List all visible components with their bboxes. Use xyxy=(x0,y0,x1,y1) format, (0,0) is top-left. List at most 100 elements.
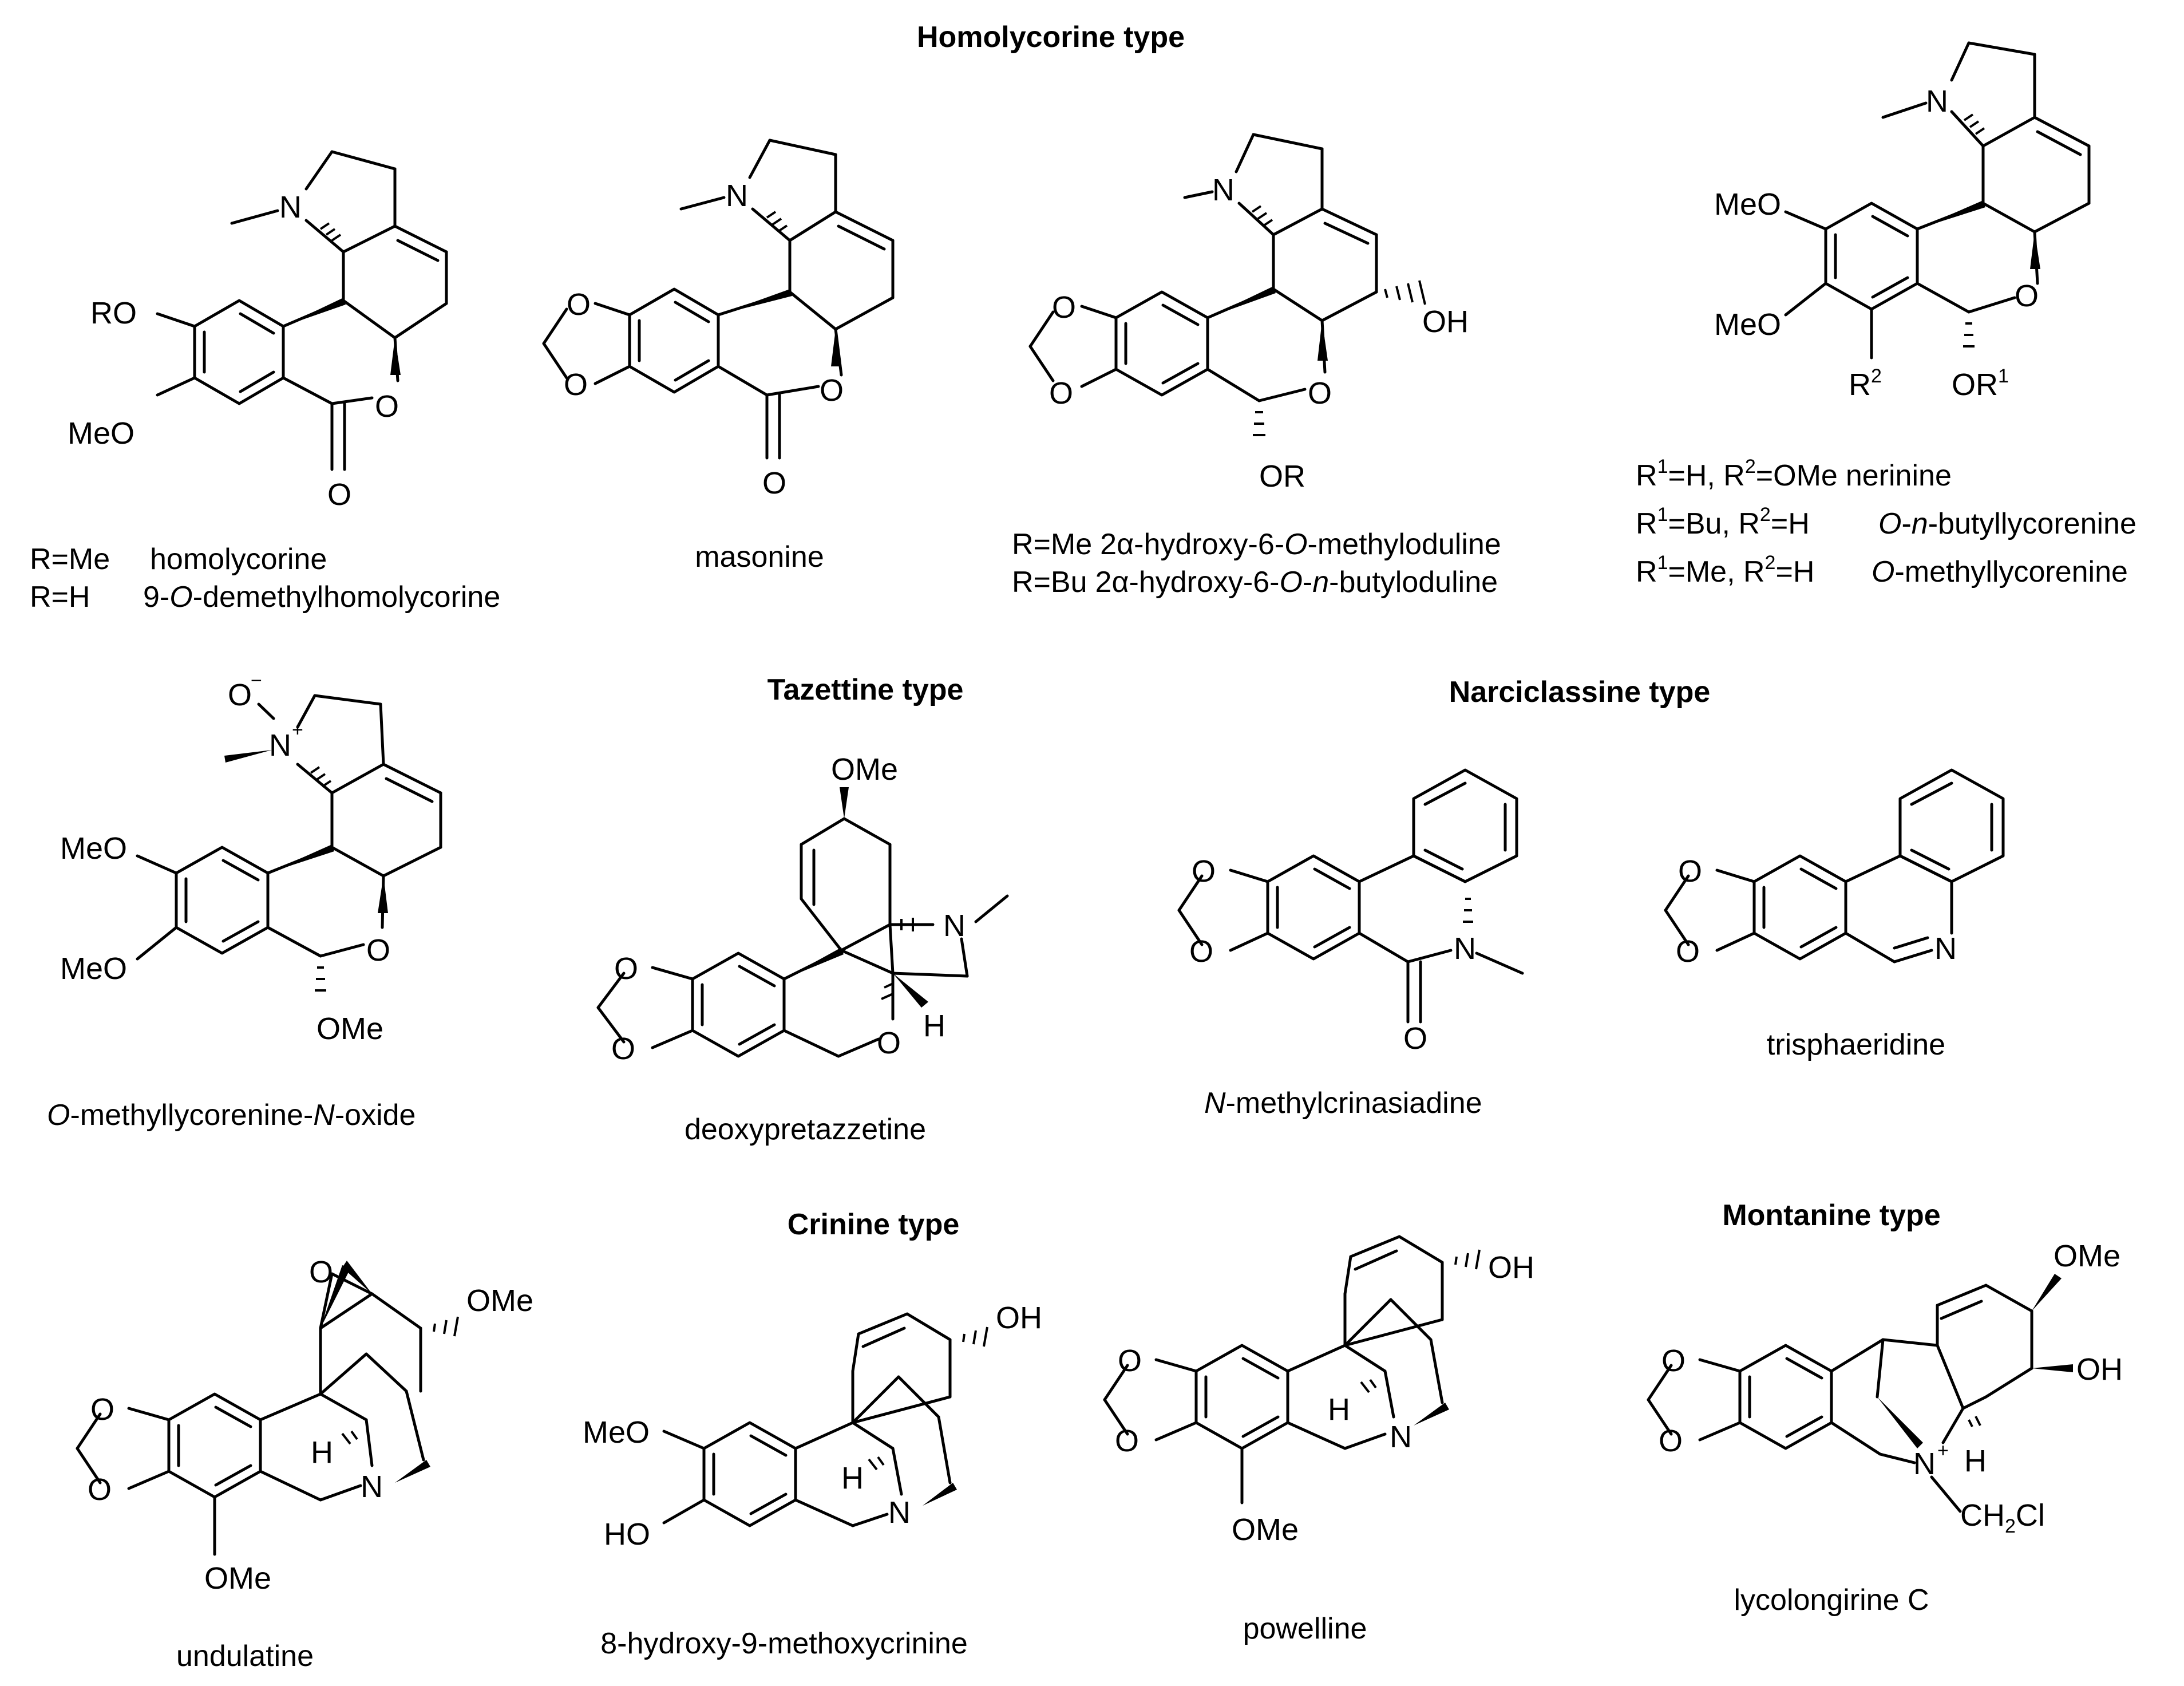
label-undulatine: undulatine xyxy=(176,1640,314,1673)
svg-text:R1=Me, R2=HO-methyllycorenine: R1=Me, R2=HO-methyllycorenine xyxy=(1636,552,2128,589)
atom-O: O xyxy=(820,373,844,408)
section-title-narciclassine: Narciclassine type xyxy=(1449,676,1711,709)
structure-deoxypretazzetine: O O N O H OMe xyxy=(596,752,1009,1066)
atom-O: O xyxy=(1118,1344,1142,1378)
atom-N: N xyxy=(726,179,748,213)
atom-N: N xyxy=(1934,931,1957,966)
atom-MeO: MeO xyxy=(68,416,134,451)
structure-lycorenine-n-oxide: N + O − O MeO MeO OMe xyxy=(60,670,442,1046)
label-deoxypretazzetine: deoxypretazzetine xyxy=(685,1113,926,1146)
label-crinasiadine: N-methylcrinasiadine xyxy=(1204,1087,1482,1120)
atom-N: N xyxy=(943,909,966,943)
atom-OH: OH xyxy=(1488,1250,1534,1285)
atom-minus-charge: − xyxy=(251,670,262,692)
atom-O: O xyxy=(1052,290,1076,325)
atom-OH: OH xyxy=(996,1301,1042,1335)
atom-O: O xyxy=(1676,934,1700,969)
section-title-crinine: Crinine type xyxy=(788,1208,960,1241)
atom-O: O xyxy=(611,1032,635,1066)
section-title-montanine: Montanine type xyxy=(1722,1199,1940,1232)
section-title-homolycorine: Homolycorine type xyxy=(917,21,1185,54)
atom-MeO: MeO xyxy=(1714,187,1781,222)
atom-MeO: MeO xyxy=(60,951,127,986)
atom-MeO: MeO xyxy=(583,1415,650,1450)
atom-N: N xyxy=(361,1470,383,1504)
structure-lycolongirine: O O N + H OMe OH CH2Cl xyxy=(1647,1239,2123,1537)
atom-O: O xyxy=(1661,1344,1686,1378)
label-lycorenine-n-oxide: O-methyllycorenine-N-oxide xyxy=(47,1099,416,1132)
atom-O: O xyxy=(1049,376,1073,410)
structure-masonine: O O N O O xyxy=(542,139,895,500)
atom-OMe: OMe xyxy=(204,1561,271,1596)
atom-OMe: OMe xyxy=(316,1012,383,1046)
atom-OR: OR xyxy=(1259,459,1305,493)
structure-hydroxymethoxycrinine: N H OH MeO HO xyxy=(583,1301,1042,1551)
atom-plus-charge: + xyxy=(1937,1440,1949,1462)
label-lycolongirine: lycolongirine C xyxy=(1734,1584,1929,1617)
atom-O: O xyxy=(1115,1424,1139,1458)
label-masonine: masonine xyxy=(695,540,824,574)
atom-OR1: OR1 xyxy=(1952,365,2009,402)
structure-powelline: O O N H OH OMe xyxy=(1103,1235,1534,1547)
atom-O: O xyxy=(90,1392,114,1427)
atom-plus-charge: + xyxy=(292,719,303,741)
atom-OMe: OMe xyxy=(831,752,898,787)
atom-N: N xyxy=(1454,931,1476,966)
atom-N: N xyxy=(1212,173,1235,207)
atom-H: H xyxy=(311,1435,333,1470)
atom-O: O xyxy=(762,466,786,500)
atom-OMe: OMe xyxy=(466,1284,533,1318)
atom-O: O xyxy=(375,389,399,424)
atom-O: O xyxy=(1659,1424,1683,1458)
atom-OMe: OMe xyxy=(2054,1239,2120,1273)
structure-crinasiadine: O O N O xyxy=(1177,768,1524,1056)
atom-O: O xyxy=(1189,934,1213,969)
structure-undulatine: O O N H O OMe OMe xyxy=(76,1255,533,1596)
atom-H: H xyxy=(1964,1444,1987,1478)
atom-N: N xyxy=(279,190,302,224)
atom-H: H xyxy=(841,1461,864,1495)
atom-H: H xyxy=(923,1009,945,1043)
structure-lycorenine: N O MeO MeO R2 OR1 xyxy=(1714,41,2091,402)
atom-OMe: OMe xyxy=(1232,1513,1299,1547)
atom-O: O xyxy=(88,1472,112,1507)
atom-O: O xyxy=(228,678,252,712)
atom-OH: OH xyxy=(1422,305,1469,339)
label-powelline: powelline xyxy=(1243,1612,1367,1645)
atom-H: H xyxy=(1328,1392,1350,1427)
atom-HO: HO xyxy=(604,1517,650,1551)
atom-N: N xyxy=(269,728,291,763)
atom-O: O xyxy=(567,287,591,322)
atom-CH2Cl: CH2Cl xyxy=(1960,1498,2045,1537)
atom-O: O xyxy=(877,1026,901,1060)
atom-O: O xyxy=(1403,1021,1427,1056)
atom-MeO: MeO xyxy=(60,831,127,866)
atom-O: O xyxy=(564,368,588,402)
atom-O: O xyxy=(614,951,638,986)
atom-MeO: MeO xyxy=(1714,307,1781,342)
structure-homolycorine: N O O RO MeO xyxy=(68,150,448,512)
atom-N: N xyxy=(1913,1447,1936,1481)
label-hydroxymethoxycrinine: 8-hydroxy-9-methoxycrinine xyxy=(600,1627,968,1660)
atom-N: N xyxy=(888,1495,911,1530)
atom-O: O xyxy=(366,933,390,968)
atom-O: O xyxy=(2015,279,2039,313)
atom-O: O xyxy=(327,477,351,512)
atom-O: O xyxy=(309,1255,333,1289)
structure-oduline: O O N O OH OR xyxy=(1028,133,1469,493)
structure-trisphaeridine: O O N xyxy=(1664,768,2005,969)
atom-O: O xyxy=(1308,376,1332,410)
label-trisphaeridine: trisphaeridine xyxy=(1767,1028,1945,1061)
atom-O: O xyxy=(1678,854,1702,889)
atom-OH: OH xyxy=(2076,1352,2123,1387)
svg-text:R1=Bu, R2=HO-n-butyllycorenine: R1=Bu, R2=HO-n-butyllycorenine xyxy=(1636,504,2136,540)
svg-text:R=H9-O-demethylhomolycorine: R=H9-O-demethylhomolycorine xyxy=(30,581,500,614)
atom-O: O xyxy=(1192,854,1216,889)
